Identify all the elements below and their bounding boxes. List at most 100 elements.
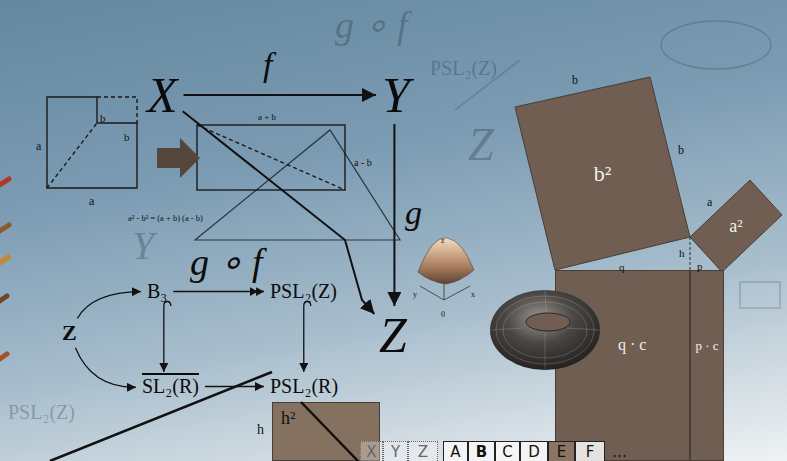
- formula: a² - b² = (a + b) (a - b): [128, 207, 203, 225]
- torus-mesh: [545, 290, 546, 313]
- arrow-label-text: f: [263, 46, 272, 83]
- pencil: [0, 354, 7, 360]
- node-text: Z: [418, 445, 428, 460]
- commuting-arrow: [183, 111, 375, 314]
- arrow-label: g ∘ f: [190, 243, 263, 281]
- side-length: b: [572, 70, 578, 88]
- axis-label: 0: [441, 303, 445, 321]
- axis-label-text: x: [471, 290, 475, 299]
- surface-plot: [418, 238, 474, 300]
- commuting-arrow: [163, 306, 164, 372]
- area-square: b²: [515, 77, 690, 270]
- side-length-text: b: [100, 112, 106, 124]
- node-text: p · c: [695, 339, 718, 352]
- triangle-side: [50, 372, 272, 461]
- watermark-text: g ∘ f: [335, 4, 408, 46]
- side-length-text: a: [89, 194, 94, 208]
- node-text: PSL₂(Z): [270, 280, 337, 302]
- node-text: F: [586, 445, 595, 460]
- side-length-text: h: [257, 422, 264, 437]
- arrow-label: f: [263, 48, 272, 82]
- side-length: q: [619, 257, 625, 275]
- arrow-label-text: g: [405, 194, 422, 231]
- group-label: B₃: [145, 281, 169, 302]
- pencil-strokes: [0, 179, 9, 360]
- side-length: b: [100, 108, 106, 126]
- node-text: E: [557, 445, 566, 460]
- watermark-text: PSL₂(Z): [8, 401, 75, 423]
- side-length: p: [697, 256, 703, 274]
- node-text: B₃: [147, 280, 167, 302]
- pencil: [0, 257, 8, 264]
- square-diagonal: [301, 402, 358, 461]
- side-length-text: a - b: [354, 157, 372, 168]
- watermark: Z: [468, 122, 494, 168]
- commuting-arrow: [393, 124, 395, 306]
- pencil: [0, 179, 9, 186]
- formula-text: a² - b² = (a + b) (a - b): [128, 213, 203, 223]
- block-arrow: [157, 138, 200, 178]
- faint-box: [740, 282, 780, 308]
- cut-line: [47, 123, 97, 188]
- area-square: a²: [690, 180, 782, 272]
- node-text: h²: [281, 409, 295, 427]
- node-text: D: [528, 445, 540, 460]
- torus-mesh: [490, 328, 523, 330]
- group-label: Z: [60, 322, 79, 344]
- area-rectangle: p · c: [690, 270, 724, 461]
- node-text: Z: [379, 307, 407, 363]
- difference-of-squares-figure: [47, 97, 345, 190]
- letter-box: Z: [408, 441, 438, 461]
- torus-mesh: [545, 332, 546, 370]
- side-length-text: b: [678, 143, 684, 157]
- axis-label-text: y: [413, 290, 417, 299]
- node-text: A: [450, 445, 460, 460]
- axis-label: y: [413, 283, 417, 301]
- torus-body: [490, 290, 600, 370]
- commuting-arrow: [184, 94, 376, 96]
- watermark-text: PSL₂(Z): [430, 57, 497, 79]
- removed-square: [97, 97, 137, 123]
- side-length: a + b: [258, 106, 276, 124]
- watermark: PSL₂(Z): [8, 402, 75, 423]
- altitude-line: [690, 237, 691, 270]
- letter-box: Y: [383, 441, 408, 461]
- commuting-arrow: [205, 386, 264, 387]
- group-label: PSL₂(Z): [268, 281, 339, 302]
- letter-box: D: [520, 441, 548, 461]
- side-length: h: [257, 420, 264, 438]
- object-label: X: [145, 70, 180, 120]
- axis-label-text: z: [441, 236, 445, 245]
- side-length-text: a: [36, 139, 41, 153]
- side-length-text: h: [679, 247, 685, 259]
- square-fill: [515, 77, 690, 270]
- axis: [444, 286, 470, 300]
- letter-box: B: [468, 441, 495, 461]
- axis: [420, 286, 444, 300]
- letter-box: X: [360, 441, 383, 461]
- side-length: h: [679, 243, 685, 261]
- watermark-text: Y: [132, 223, 154, 268]
- faint-torus: [661, 21, 771, 69]
- letter-box: F: [575, 441, 605, 461]
- side-length: a: [707, 192, 712, 210]
- commuting-arrow: [303, 306, 304, 372]
- side-length: b: [124, 127, 130, 145]
- side-length: a - b: [354, 152, 372, 170]
- group-label: PSL₂(R): [268, 376, 340, 397]
- square-fill: [690, 180, 782, 272]
- watermark: Y: [132, 226, 154, 266]
- node-text: C: [502, 445, 512, 460]
- axis-label: z: [441, 229, 445, 247]
- axis-label: x: [471, 283, 475, 301]
- faint-watermark-shapes: [455, 21, 780, 308]
- letter-box: A: [443, 441, 468, 461]
- letter-box: E: [548, 441, 575, 461]
- commuting-arrow: [173, 291, 264, 292]
- node-text: q · c: [618, 337, 646, 353]
- pencil: [0, 225, 9, 232]
- commuting-arrow: [75, 348, 136, 387]
- surface: [418, 238, 474, 284]
- axis-label-text: 0: [441, 310, 445, 319]
